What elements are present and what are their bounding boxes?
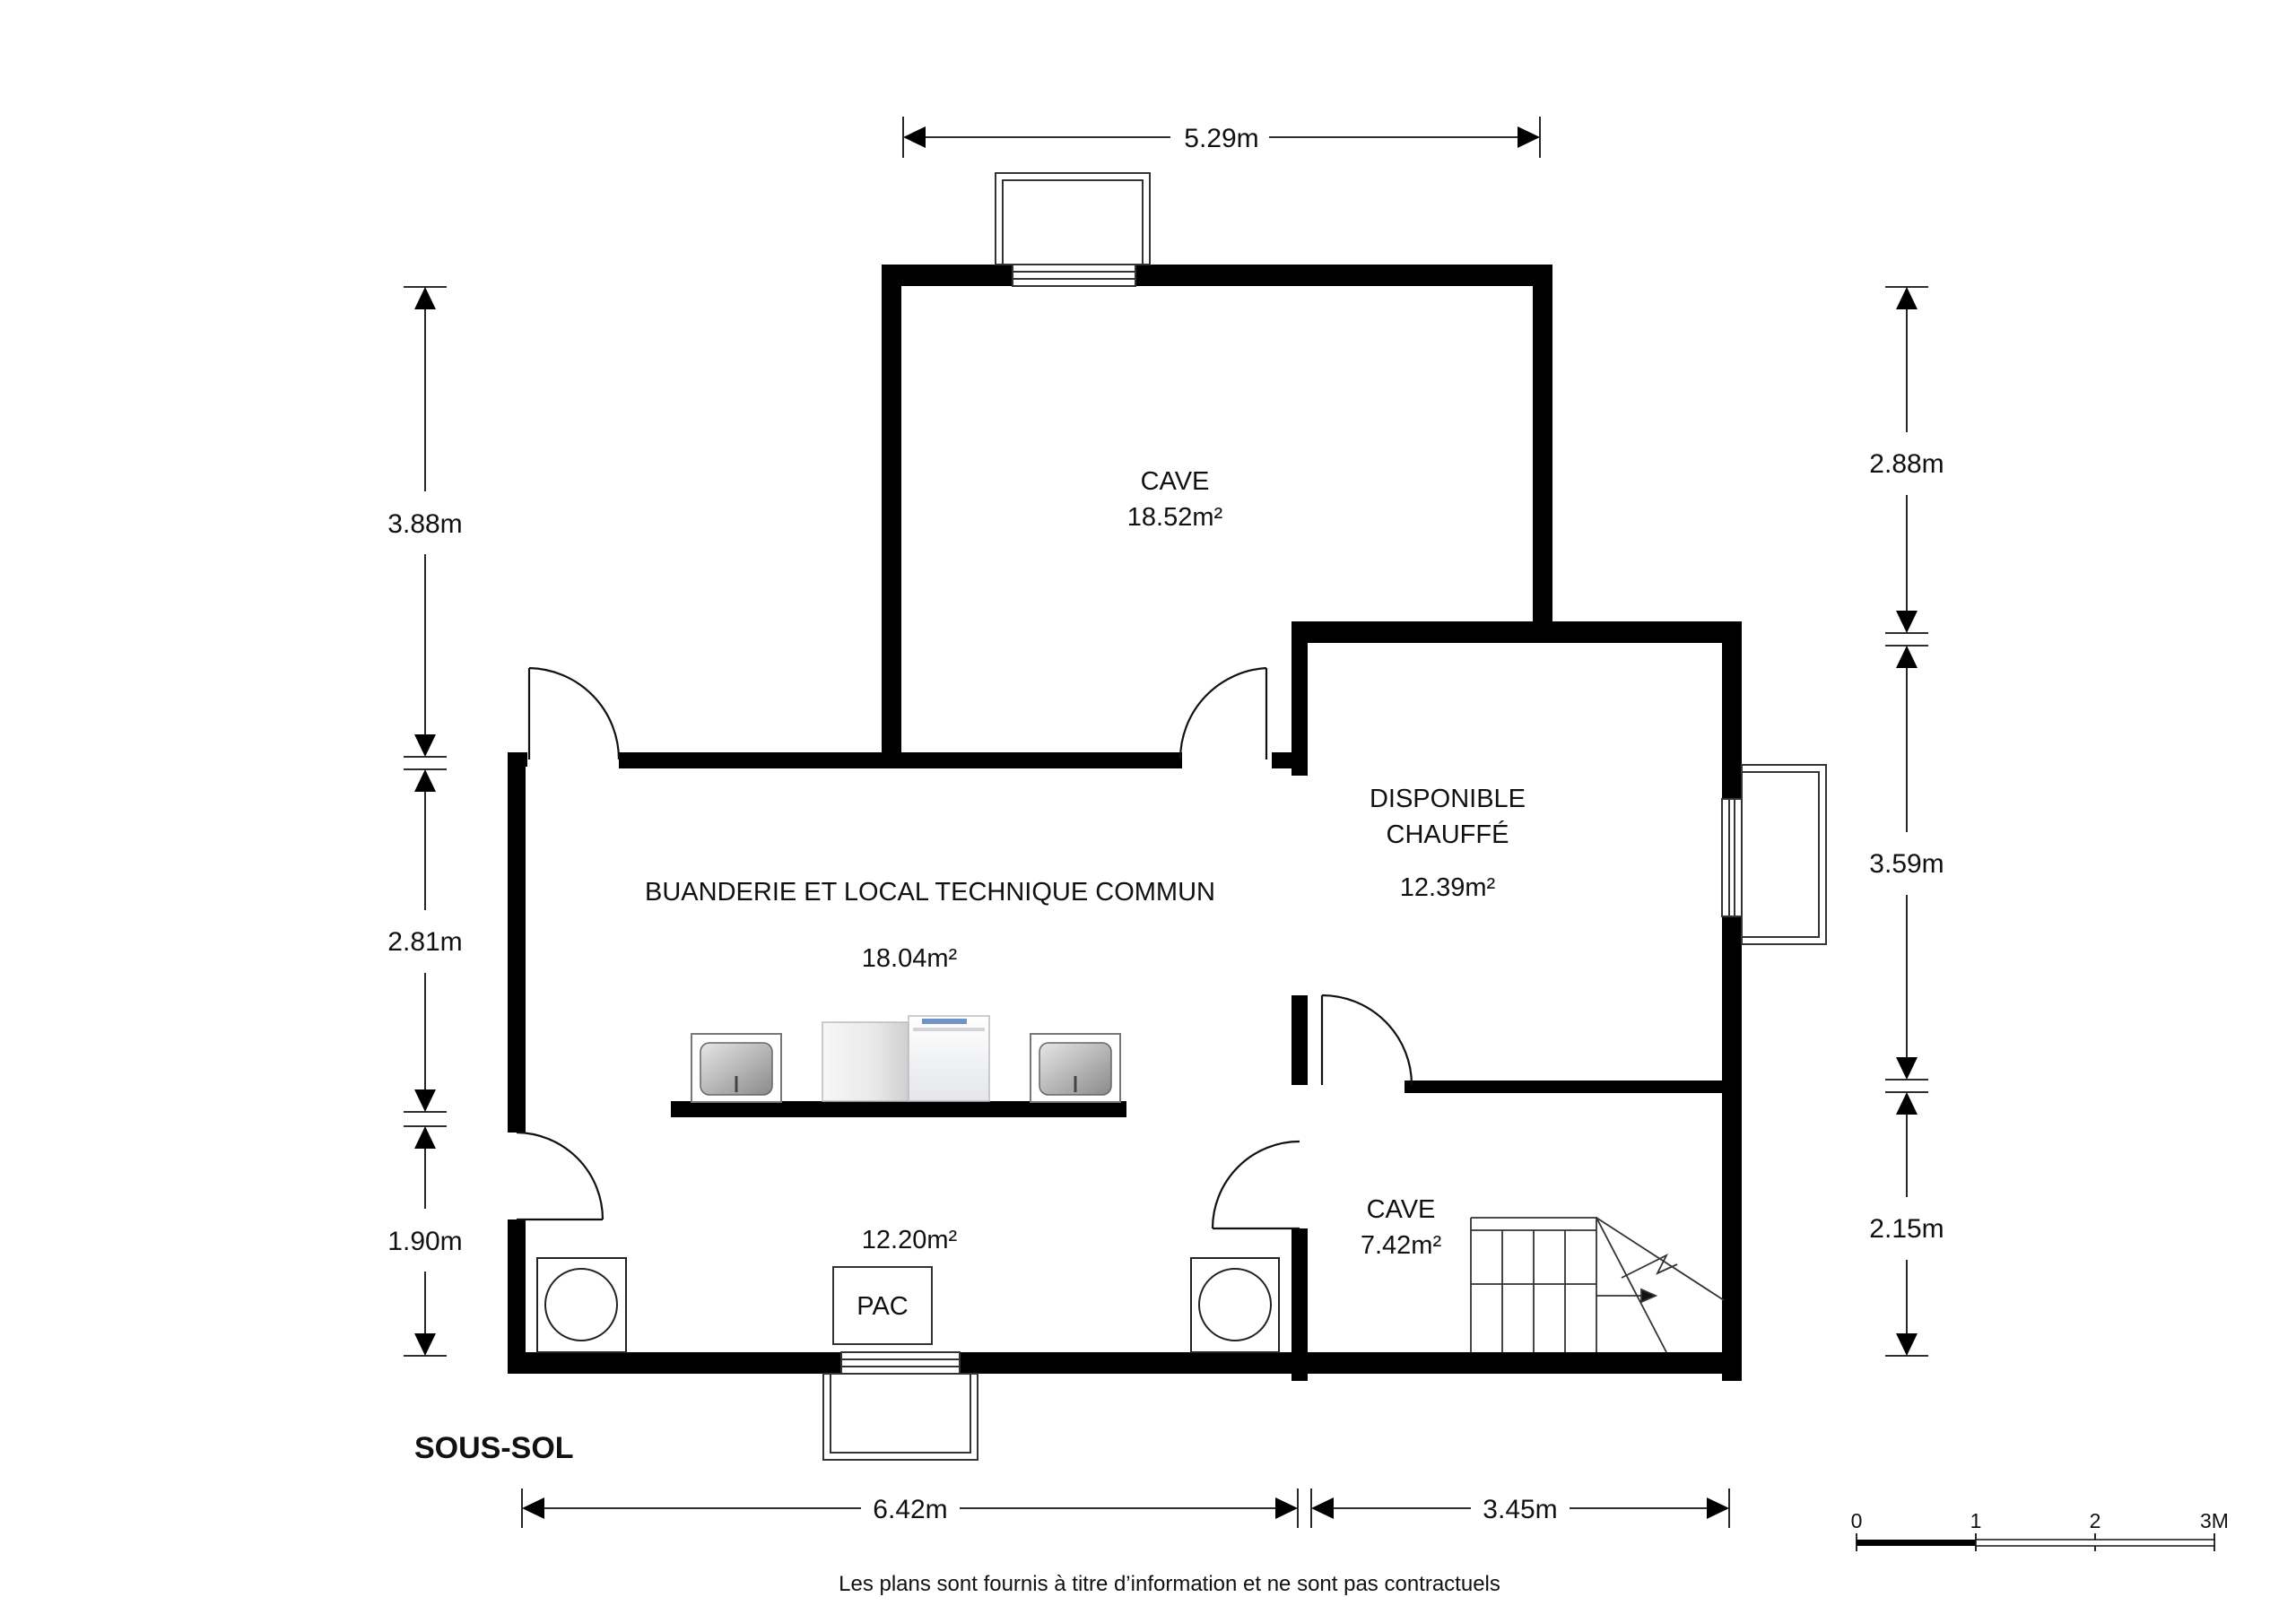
dimension-right bbox=[1885, 286, 1928, 1357]
wall-buanderie-north-mid bbox=[619, 752, 1182, 768]
wall-disponible-south bbox=[1405, 1081, 1742, 1093]
door-cave-top[interactable] bbox=[1178, 666, 1268, 760]
scale-tick-3: 3M bbox=[2200, 1509, 2229, 1532]
dimension-top bbox=[902, 117, 1541, 158]
wall-south-left bbox=[508, 1352, 841, 1374]
room-buanderie-area: 18.04m² bbox=[862, 944, 958, 973]
counter bbox=[671, 1101, 1126, 1117]
plan-disclaimer: Les plans sont fournis à titre d’informa… bbox=[839, 1572, 1500, 1596]
wall-south-right bbox=[960, 1352, 1742, 1374]
door-cave-small[interactable] bbox=[1211, 1140, 1300, 1230]
dimension-lines bbox=[404, 117, 1928, 1528]
wall-disponible-north bbox=[1292, 621, 1740, 643]
windows bbox=[822, 172, 1827, 1461]
dimension-right-middle-label: 3.59m bbox=[1869, 849, 1944, 879]
technical-unit-icon bbox=[908, 1015, 990, 1102]
door-buanderie-west[interactable] bbox=[516, 1131, 604, 1221]
staircase bbox=[1470, 1217, 1725, 1353]
room-labels: CAVE 18.52m² BUANDERIE ET LOCAL TECHNIQU… bbox=[645, 467, 1526, 1260]
window-disponible bbox=[1721, 764, 1827, 945]
room-disponible-area: 12.39m² bbox=[1400, 873, 1496, 902]
room-cave-top-name: CAVE bbox=[1141, 467, 1210, 496]
scale-bar: 0 1 2 3M bbox=[1851, 1509, 2229, 1551]
pac-label: PAC bbox=[857, 1292, 908, 1321]
dimension-bottom-left-label: 6.42m bbox=[873, 1495, 947, 1524]
water-tank-icon bbox=[822, 1021, 909, 1102]
door-disponible[interactable] bbox=[1320, 994, 1413, 1086]
dimension-bottom-right bbox=[1310, 1488, 1730, 1528]
dimension-left-upper-label: 3.88m bbox=[387, 509, 462, 539]
washing-machine-right-icon bbox=[1190, 1257, 1280, 1353]
equipment: PAC bbox=[536, 1015, 1280, 1353]
wall-buanderie-west-upper bbox=[508, 752, 526, 1133]
wall-disponible-west bbox=[1292, 632, 1308, 776]
pac-unit bbox=[832, 1266, 933, 1345]
scale-tick-0: 0 bbox=[1851, 1509, 1863, 1532]
scale-tick-1: 1 bbox=[1970, 1509, 1982, 1532]
dimension-right-upper-label: 2.88m bbox=[1869, 449, 1944, 479]
wall-partition-vertical-lower bbox=[1292, 995, 1308, 1085]
wall-cave-top-north-right bbox=[1135, 265, 1552, 286]
wall-cave-top-west bbox=[882, 265, 901, 761]
wall-cave-top-north-left bbox=[882, 265, 1013, 286]
room-buanderie-area-secondary: 12.20m² bbox=[862, 1226, 958, 1254]
room-disponible-name-line1: DISPONIBLE bbox=[1370, 785, 1526, 813]
dimension-right-lower-label: 2.15m bbox=[1869, 1214, 1944, 1244]
window-cave-top bbox=[995, 172, 1151, 287]
room-cave-small-name: CAVE bbox=[1367, 1195, 1436, 1224]
walls bbox=[508, 265, 1742, 1381]
sink-left-icon bbox=[691, 1033, 782, 1103]
wall-disponible-east-upper bbox=[1722, 621, 1742, 799]
wall-buanderie-west-lower bbox=[508, 1219, 526, 1374]
room-buanderie-name: BUANDERIE ET LOCAL TECHNIQUE COMMUN bbox=[645, 878, 1215, 907]
dimension-bottom-left bbox=[521, 1488, 1299, 1528]
window-buanderie bbox=[822, 1351, 978, 1461]
door-buanderie-left-top[interactable] bbox=[527, 666, 621, 760]
wall-partition-vertical-bottom bbox=[1292, 1228, 1308, 1381]
room-disponible-name-line2: CHAUFFÉ bbox=[1387, 820, 1509, 849]
room-cave-top-area: 18.52m² bbox=[1127, 503, 1223, 532]
washing-machine-left-icon bbox=[536, 1257, 627, 1353]
dimension-top-label: 5.29m bbox=[1184, 124, 1258, 153]
wall-disponible-east-lower bbox=[1722, 916, 1742, 1381]
dimension-left-lower-label: 1.90m bbox=[387, 1227, 462, 1256]
plan-title: SOUS-SOL bbox=[414, 1431, 574, 1465]
dimension-labels: 5.29m 6.42m 3.45m 3.88m 2.81m 1.90m 2.88… bbox=[387, 124, 1944, 1524]
doors bbox=[516, 666, 1413, 1230]
wall-buanderie-north-right bbox=[1272, 752, 1308, 768]
wall-cave-top-east bbox=[1533, 265, 1552, 632]
sink-right-icon bbox=[1030, 1033, 1121, 1103]
dimension-left bbox=[404, 286, 447, 1357]
dimension-bottom-right-label: 3.45m bbox=[1483, 1495, 1557, 1524]
room-cave-small-area: 7.42m² bbox=[1361, 1231, 1442, 1260]
dimension-left-middle-label: 2.81m bbox=[387, 927, 462, 957]
scale-tick-2: 2 bbox=[2090, 1509, 2101, 1532]
